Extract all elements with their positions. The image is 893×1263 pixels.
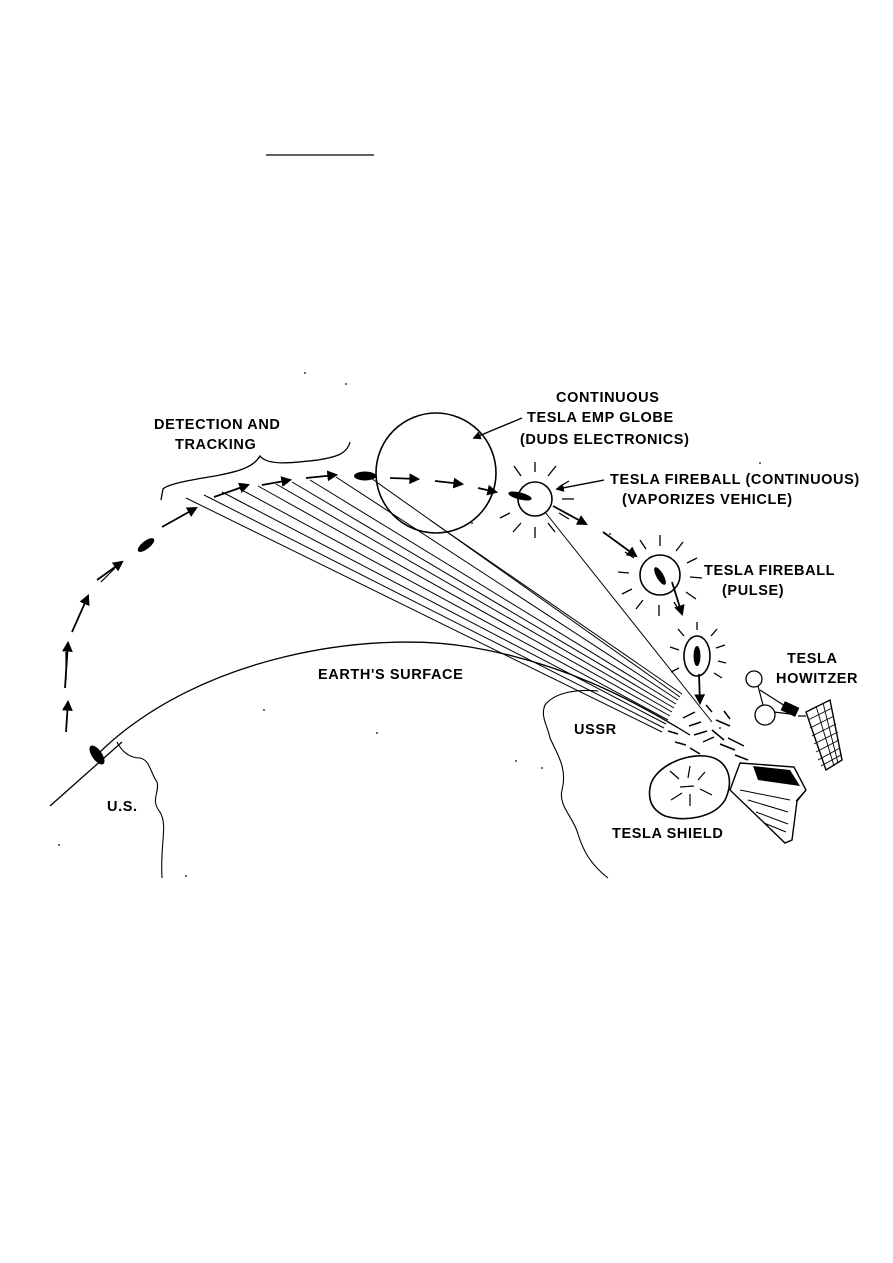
missile-icon	[137, 538, 155, 552]
us-coastline	[116, 741, 165, 879]
tesla-howitzer-station	[745, 670, 843, 772]
fireball-continuous-pointer	[555, 479, 605, 492]
paper-specks	[58, 372, 761, 877]
label-fireball-continuous-2: (VAPORIZES VEHICLE)	[622, 492, 793, 508]
fireball-pulse	[617, 535, 703, 616]
label-howitzer-1: TESLA	[787, 651, 838, 667]
label-detection-2: TRACKING	[175, 437, 256, 453]
ground-installation	[729, 762, 807, 844]
ussr-coastline	[542, 689, 609, 879]
missile-trajectory	[62, 470, 706, 765]
emp-globe-pointer	[472, 417, 523, 440]
missile-icon	[654, 567, 666, 585]
label-detection-1: DETECTION AND	[154, 417, 280, 433]
label-shield: TESLA SHIELD	[612, 826, 723, 842]
detection-bracket	[160, 441, 351, 501]
fireball-continuous	[499, 462, 574, 538]
label-ussr: USSR	[574, 722, 617, 738]
label-emp-globe-1: CONTINUOUS	[556, 390, 659, 406]
label-us: U.S.	[107, 799, 138, 815]
earth-surface-curve	[99, 641, 691, 753]
emp-globe	[375, 412, 497, 534]
label-emp-globe-3: (DUDS ELECTRONICS)	[520, 432, 690, 448]
burst-emitters	[667, 704, 749, 761]
missile-icon	[693, 646, 701, 666]
label-fireball-pulse-1: TESLA FIREBALL	[704, 563, 835, 579]
tesla-shield	[648, 755, 731, 820]
label-earth-surface: EARTH'S SURFACE	[318, 667, 463, 683]
tracking-beams	[185, 475, 713, 733]
us-launch-line	[49, 741, 123, 807]
label-fireball-pulse-2: (PULSE)	[722, 583, 784, 599]
label-fireball-continuous-1: TESLA FIREBALL (CONTINUOUS)	[610, 472, 860, 488]
label-emp-globe-2: TESLA EMP GLOBE	[527, 410, 674, 426]
label-howitzer-2: HOWITZER	[776, 671, 858, 687]
missile-icon	[89, 745, 105, 765]
pulse-oval	[669, 622, 727, 679]
missile-icon	[508, 491, 532, 501]
